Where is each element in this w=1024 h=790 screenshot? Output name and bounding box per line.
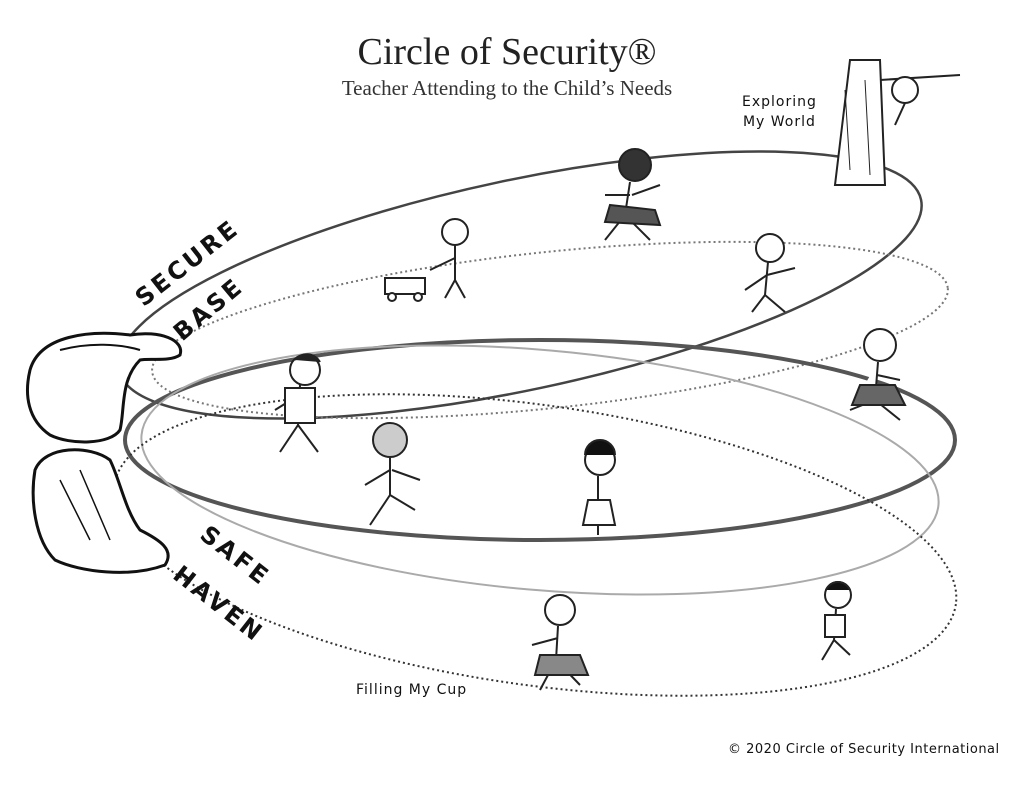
dotted-loop-safe-haven (112, 393, 958, 697)
lower-hand-icon (31, 448, 170, 574)
child-dancing-icon (744, 233, 796, 313)
child-girl-bottom-icon (531, 594, 590, 691)
copyright-text: © 2020 Circle of Security International (728, 742, 1000, 757)
child-crying-icon (274, 353, 321, 453)
child-girl-right-icon (849, 328, 907, 421)
gray-loop-middle (140, 344, 940, 596)
child-running-top-icon (603, 148, 662, 241)
upper-hand-icon (26, 331, 183, 444)
filling-my-cup-label: Filling My Cup (356, 682, 468, 698)
page-title: Circle of Security® (357, 31, 657, 73)
child-in-tree-icon (891, 76, 919, 126)
child-walking-bottom-icon (821, 581, 852, 661)
thick-loop-middle (123, 338, 957, 542)
child-figures (274, 76, 919, 691)
child-with-wagon-icon (384, 218, 469, 302)
page-subtitle: Teacher Attending to the Child’s Needs (341, 76, 673, 100)
exploring-line2: My World (742, 114, 816, 130)
exploring-line1: Exploring (742, 94, 817, 110)
child-girl-center-icon (581, 439, 617, 535)
dotted-loop-upper (151, 240, 949, 420)
child-running-gray-icon (364, 422, 421, 526)
tree-icon (833, 59, 961, 186)
exploring-my-world-label: Exploring My World (742, 92, 817, 132)
